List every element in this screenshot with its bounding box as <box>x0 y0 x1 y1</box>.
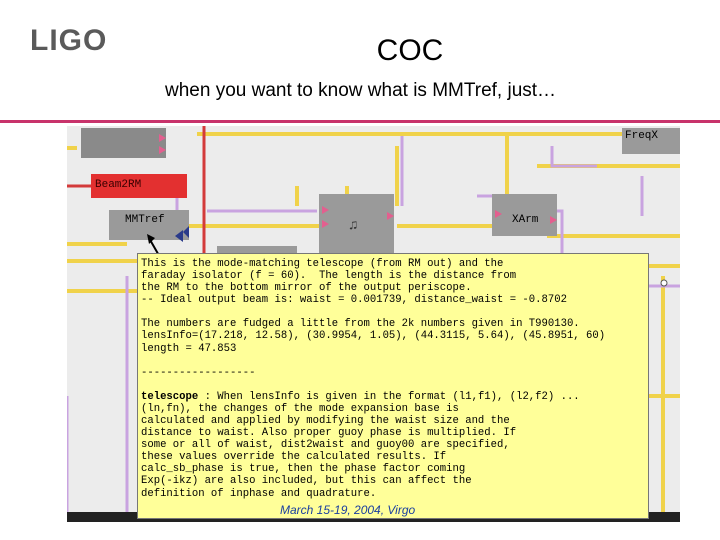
page-title: COC <box>376 34 444 67</box>
tooltip-line: lensInfo=(17.218, 12.58), (30.9954, 1.05… <box>141 330 606 343</box>
tooltip-line: distance to waist. Also proper guoy phas… <box>141 427 517 440</box>
tooltip-spacer <box>141 379 644 391</box>
tooltip-line: telescope : When lensInfo is given in th… <box>141 390 580 403</box>
tooltip-line: length = 47.853 <box>141 342 237 355</box>
tooltip-line: these values override the calculated res… <box>141 451 447 464</box>
tooltip-line: faraday isolator (f = 60). The length is… <box>141 270 517 283</box>
page-subtitle: when you want to know what is MMTref, ju… <box>165 80 557 101</box>
beam2rm-label: Beam2RM <box>95 179 142 191</box>
tooltip-line: This is the mode-matching telescope (fro… <box>141 258 504 270</box>
tooltip-line: ------------------ <box>141 366 256 379</box>
xarm-label: XArm <box>512 214 539 226</box>
tooltip-line: calc_sb_phase is true, then the phase fa… <box>141 463 466 476</box>
gray-block-top[interactable] <box>81 128 166 158</box>
xarm-block[interactable] <box>492 194 557 236</box>
footer-date: March 15-19, 2004, Virgo <box>280 503 416 517</box>
center-block[interactable] <box>319 194 394 254</box>
tooltip-line: Exp(-ikz) are also included, but this ca… <box>141 475 472 488</box>
tooltip-line: calculated and applied by modifying the … <box>141 414 510 427</box>
ligo-logo: LIGO <box>30 24 108 57</box>
tooltip-keyword: telescope <box>141 390 199 403</box>
tooltip-spacer <box>141 306 644 318</box>
tooltip-line: definition of inphase and quadrature. <box>141 487 377 500</box>
tooltip-line: the RM to the bottom mirror of the outpu… <box>141 282 472 295</box>
title-divider <box>0 120 720 123</box>
tooltip-line: The numbers are fudged a little from the… <box>141 318 580 331</box>
tooltip-line: some or all of waist, dist2waist and guo… <box>141 439 510 452</box>
tooltip-spacer <box>141 355 644 367</box>
tooltip-line: -- Ideal output beam is: waist = 0.00173… <box>141 294 567 307</box>
block-description-tooltip: This is the mode-matching telescope (fro… <box>137 253 649 519</box>
tooltip-line: (ln,fn), the changes of the mode expansi… <box>141 402 459 415</box>
mmtref-label: MMTref <box>125 214 165 226</box>
beam2rm-block[interactable] <box>91 174 187 198</box>
freqx-label: FreqX <box>625 130 659 142</box>
center-block-icon: ♫ <box>349 218 358 234</box>
freqx-block[interactable] <box>622 128 680 154</box>
